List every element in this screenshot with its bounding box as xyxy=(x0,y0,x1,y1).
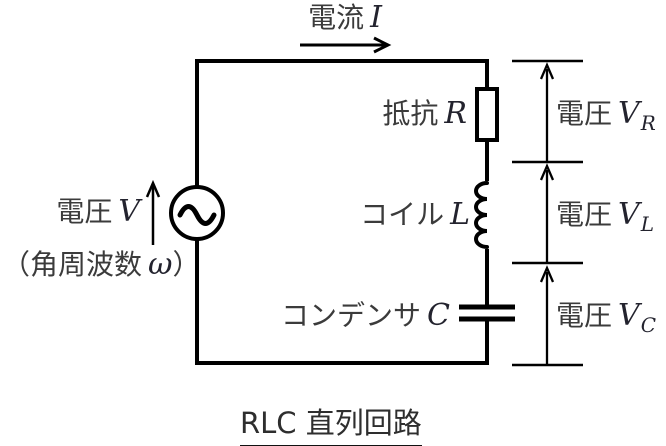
source-voltage-arrow-icon xyxy=(145,179,161,245)
vl-label-text: 電圧 xyxy=(556,198,613,231)
current-arrow-icon xyxy=(300,36,392,54)
inductor-label-text: コイル xyxy=(360,198,445,231)
freq-label-text: 角周波数 xyxy=(30,248,143,281)
figure-title: RLC 直列回路 xyxy=(240,400,422,446)
freq-paren-close: ） xyxy=(172,248,201,281)
resistor-symbol xyxy=(475,87,499,142)
vr-subscript: R xyxy=(640,111,656,135)
inductor-symbol xyxy=(474,181,489,249)
vc-arrow-icon xyxy=(539,265,555,365)
vr-symbol: V xyxy=(618,96,640,131)
vr-label-text: 電圧 xyxy=(556,97,613,130)
vc-subscript: C xyxy=(640,313,656,337)
current-symbol: I xyxy=(370,0,382,35)
vc-symbol: V xyxy=(618,298,640,333)
inductor-symbol-text: L xyxy=(450,197,470,232)
source-voltage-text: 電圧 xyxy=(56,195,113,228)
current-label-text: 電流 xyxy=(308,1,365,34)
vr-arrow-icon xyxy=(539,62,555,162)
vc-label-text: 電圧 xyxy=(556,299,613,332)
vl-arrow-icon xyxy=(539,163,555,263)
resistor-label-text: 抵抗 xyxy=(382,97,439,130)
resistor-symbol-text: R xyxy=(444,96,467,131)
ac-sine-icon xyxy=(177,204,217,226)
freq-symbol: ω xyxy=(148,247,173,282)
capacitor-label-text: コンデンサ xyxy=(281,299,422,332)
freq-paren-open: （ xyxy=(2,248,31,281)
vl-symbol: V xyxy=(618,197,640,232)
capacitor-wire-mask xyxy=(482,309,492,317)
source-voltage-symbol: V xyxy=(118,194,140,229)
capacitor-symbol-text: C xyxy=(427,298,450,333)
vl-subscript: L xyxy=(640,212,654,236)
